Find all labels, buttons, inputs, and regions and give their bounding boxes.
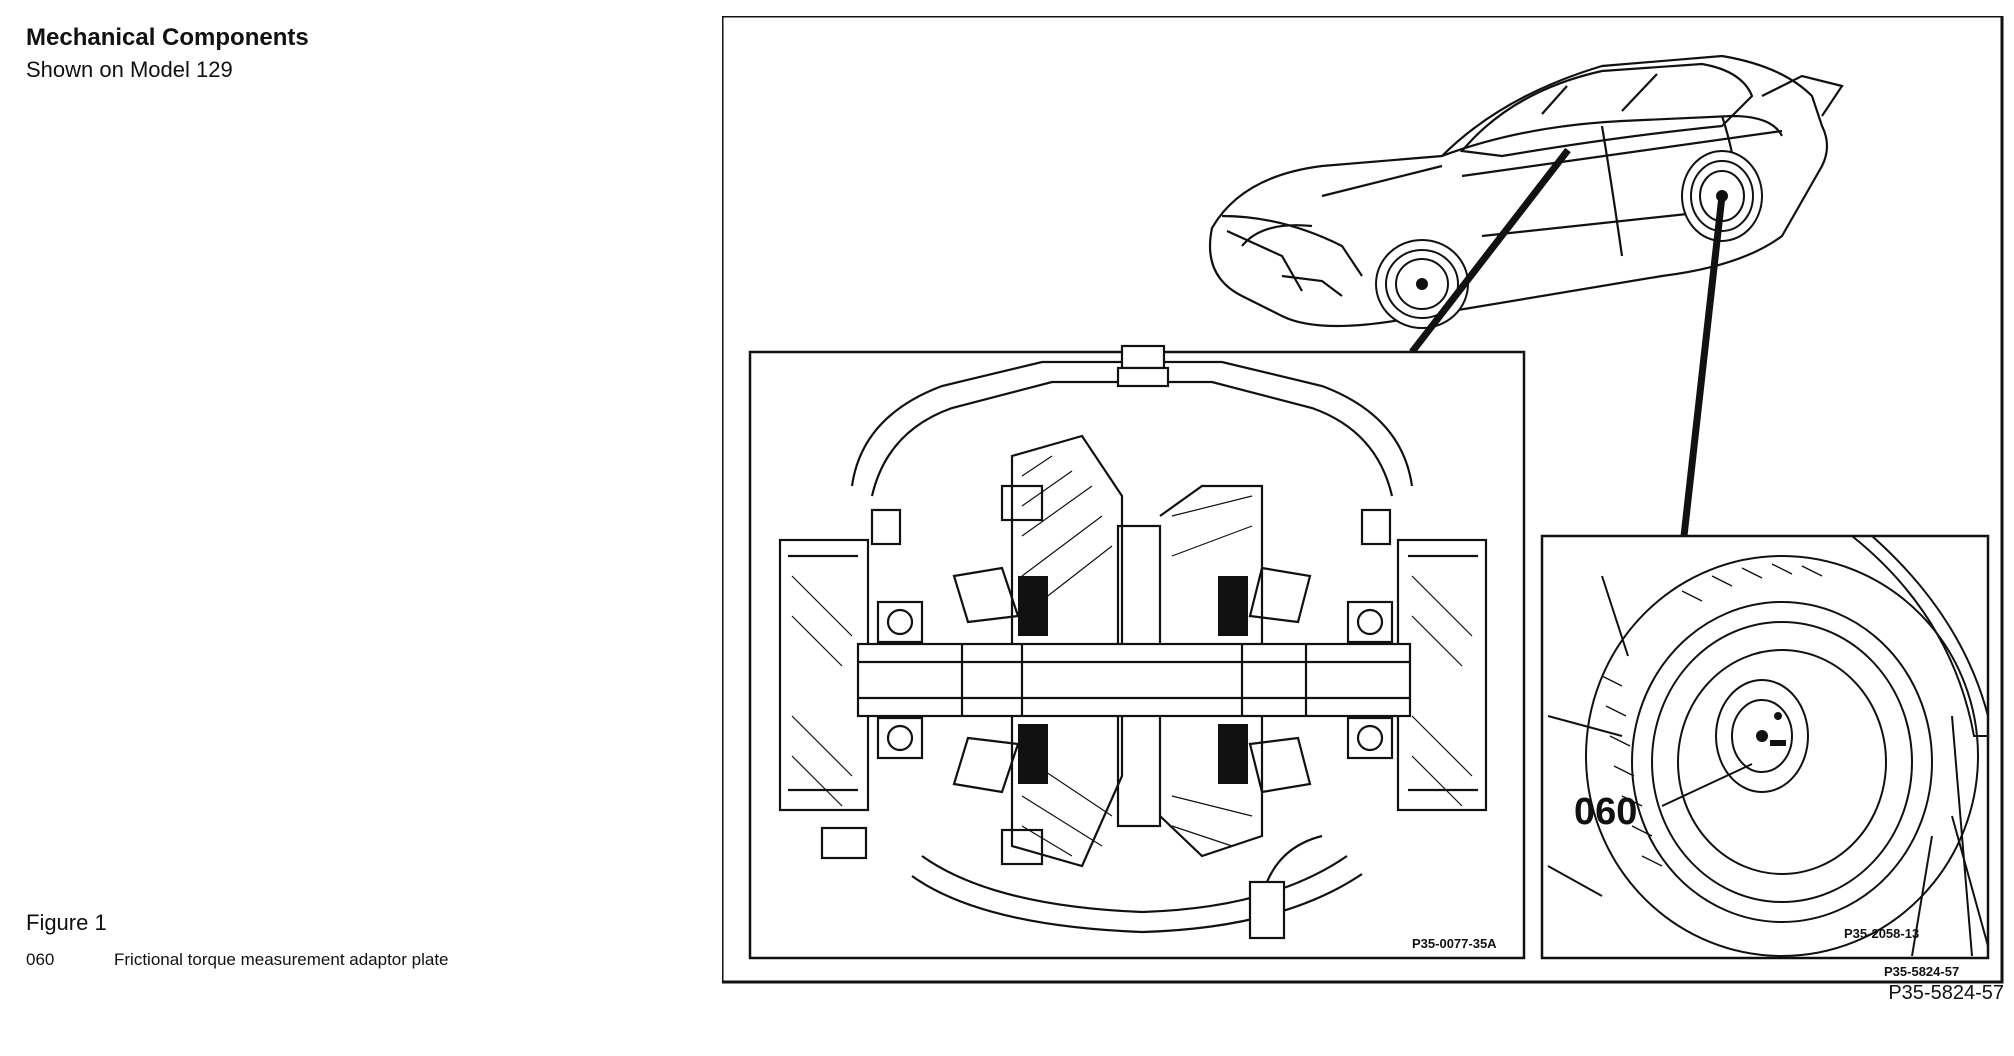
legend-code: 060 <box>26 950 55 969</box>
frame-id: P35-5824-57 <box>1884 964 1959 979</box>
section-panel-id: P35-0077-35A <box>1412 936 1497 951</box>
legend-item: 060 Frictional torque measurement adapto… <box>26 950 449 970</box>
legend-description: Frictional torque measurement adaptor pl… <box>114 950 449 969</box>
page-heading: Mechanical Components Shown on Model 129 <box>26 22 309 86</box>
car-front-wheel <box>1375 239 1469 329</box>
leader-to-wheel <box>1680 195 1726 537</box>
section-panel: P35-0077-35A <box>748 344 1526 960</box>
callout-leader <box>1661 763 1753 807</box>
page-subtitle: Shown on Model 129 <box>26 57 233 82</box>
wheel-panel: 060 P35-2058-13 <box>1540 534 1990 960</box>
figure-id: P35-5824-57 <box>1888 982 2004 1004</box>
page-title: Mechanical Components <box>26 24 309 51</box>
figure-label: Figure 1 <box>26 910 107 935</box>
car-drawing <box>1208 54 1844 328</box>
technical-illustration: P35-0077-35A 060 P35-20 <box>722 16 2004 984</box>
figure-caption: Figure 1 060 Frictional torque measureme… <box>26 908 449 970</box>
leader-to-section <box>1409 147 1571 355</box>
wheel-panel-id: P35-2058-13 <box>1844 926 1919 941</box>
callout-060: 060 <box>1574 791 1637 833</box>
